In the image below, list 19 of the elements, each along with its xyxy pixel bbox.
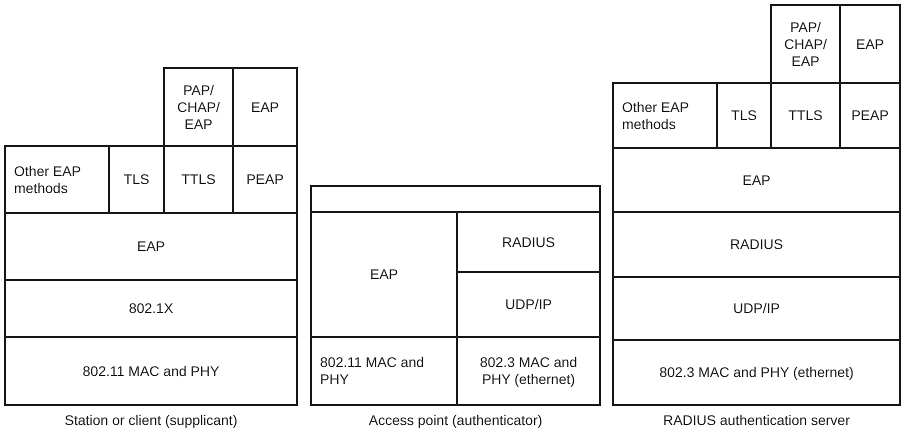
protocol-layer-box: EAP (4, 212, 298, 281)
protocol-layer-box: RADIUS (612, 211, 901, 278)
protocol-layer-box: 802.1X (4, 279, 298, 338)
protocol-layer-box: EAP (839, 4, 901, 84)
protocol-layer-box: Other EAP methods (4, 145, 110, 214)
protocol-layer-box: 802.11 MAC and PHY (310, 336, 458, 406)
protocol-layer-box: Other EAP methods (612, 82, 718, 149)
stack-caption: RADIUS authentication server (662, 412, 851, 428)
protocol-layer-box: 802.3 MAC and PHY (ethernet) (612, 339, 901, 406)
protocol-layer-box: PAP/ CHAP/ EAP (163, 67, 234, 147)
protocol-layer-box: EAP (232, 67, 298, 147)
protocol-layer-box: 802.3 MAC and PHY (ethernet) (456, 336, 601, 406)
stack-caption: Access point (authenticator) (368, 412, 544, 428)
empty-layer-box (310, 185, 601, 213)
stack-caption: Station or client (supplicant) (64, 412, 238, 428)
protocol-layer-box: PAP/ CHAP/ EAP (770, 4, 841, 84)
protocol-layer-box: 802.11 MAC and PHY (4, 336, 298, 406)
protocol-layer-box: UDP/IP (612, 276, 901, 341)
protocol-layer-box: EAP (612, 147, 901, 213)
